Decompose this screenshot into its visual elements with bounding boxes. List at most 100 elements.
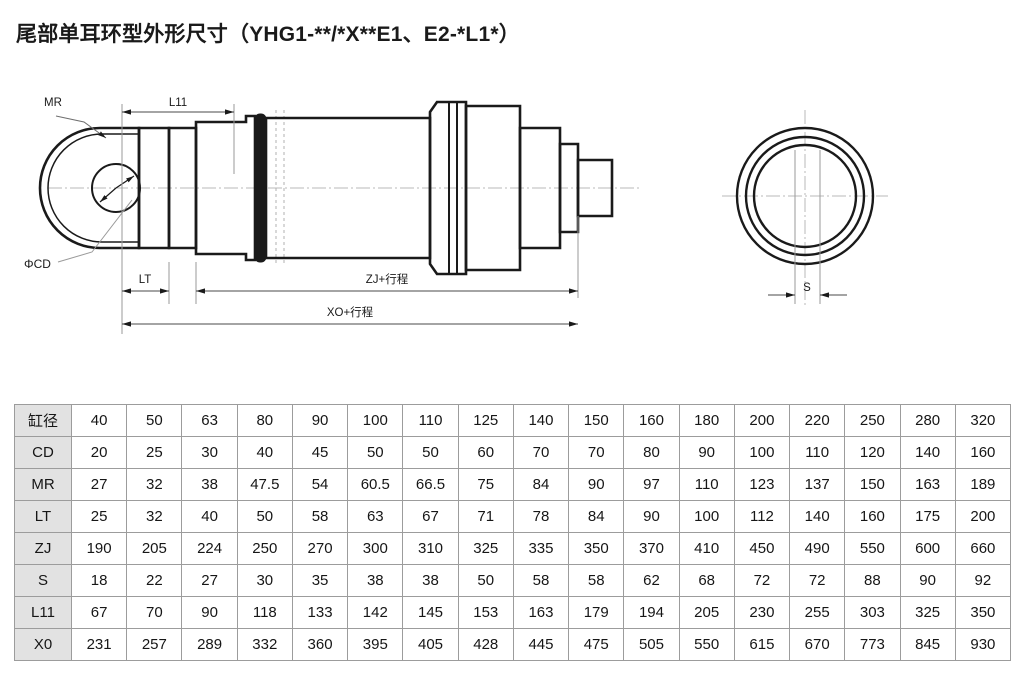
table-cell: 335 xyxy=(512,532,570,565)
table-cell: 70 xyxy=(126,596,183,629)
row-header: ZJ xyxy=(14,532,72,565)
label-cd: ΦCD xyxy=(24,257,51,271)
table-cell: 160 xyxy=(844,500,901,533)
table-cell: 153 xyxy=(457,596,514,629)
table-cell: 250 xyxy=(844,404,901,437)
row-header: CD xyxy=(14,436,72,469)
table-cell: 90 xyxy=(181,596,238,629)
table-cell: 32 xyxy=(126,468,183,501)
table-cell: 38 xyxy=(347,564,404,597)
table-cell: 490 xyxy=(789,532,846,565)
table-cell: 71 xyxy=(457,500,514,533)
table-cell: 145 xyxy=(402,596,459,629)
table-cell: 70 xyxy=(512,436,570,469)
table-cell: 72 xyxy=(789,564,846,597)
table-cell: 289 xyxy=(181,628,238,661)
page-title: 尾部单耳环型外形尺寸（YHG1-**/*X**E1、E2-*L1*） xyxy=(16,23,520,46)
table-cell: 600 xyxy=(899,532,956,565)
table-cell: 845 xyxy=(899,628,956,661)
table-cell: 68 xyxy=(678,564,735,597)
table-cell: 58 xyxy=(512,564,570,597)
table-cell: 224 xyxy=(181,532,238,565)
o-ring-seal-band xyxy=(254,113,267,263)
row-header: X0 xyxy=(14,628,72,661)
table-cell: 63 xyxy=(181,404,238,437)
bore-arrow-lower xyxy=(99,187,117,203)
table-cell: 72 xyxy=(733,564,791,597)
tube-section-2 xyxy=(194,114,257,262)
table-cell: 90 xyxy=(678,436,735,469)
table-cell: 54 xyxy=(291,468,349,501)
table-cell: 230 xyxy=(733,596,791,629)
label-mr: MR xyxy=(44,97,62,109)
table-cell: 22 xyxy=(126,564,183,597)
table-cell: 550 xyxy=(678,628,735,661)
table-cell: 179 xyxy=(568,596,625,629)
table-cell: 125 xyxy=(457,404,514,437)
table-cell: 445 xyxy=(512,628,570,661)
table-cell: 137 xyxy=(789,468,846,501)
row-header: 缸径 xyxy=(14,404,72,437)
table-cell: 475 xyxy=(568,628,625,661)
clevis-eye-inner-contour xyxy=(47,133,140,243)
table-cell: 88 xyxy=(844,564,901,597)
table-cell: 70 xyxy=(568,436,625,469)
table-cell: 280 xyxy=(899,404,956,437)
dimension-lines: L11 LT ZJ+行程 XO+行程 xyxy=(121,97,578,334)
table-cell: 150 xyxy=(844,468,901,501)
bore-arrow-upper xyxy=(115,175,135,189)
table-cell: 255 xyxy=(789,596,846,629)
table-cell: 110 xyxy=(789,436,846,469)
table-cell: 163 xyxy=(899,468,956,501)
clevis-eye-outer xyxy=(38,126,141,250)
table-cell: 40 xyxy=(70,404,128,437)
table-cell: 303 xyxy=(844,596,901,629)
table-cell: 47.5 xyxy=(236,468,293,501)
table-cell: 325 xyxy=(457,532,514,565)
table-cell: 160 xyxy=(954,436,1012,469)
table-cell: 50 xyxy=(347,436,404,469)
label-lt: LT xyxy=(139,274,152,286)
table-cell: 350 xyxy=(568,532,625,565)
row-header: LT xyxy=(14,500,72,533)
table-cell: 930 xyxy=(954,628,1012,661)
table-cell: 112 xyxy=(733,500,791,533)
table-cell: 150 xyxy=(568,404,625,437)
table-cell: 133 xyxy=(291,596,349,629)
table-cell: 40 xyxy=(181,500,238,533)
table-cell: 200 xyxy=(733,404,791,437)
table-cell: 257 xyxy=(126,628,183,661)
table-cell: 80 xyxy=(623,436,680,469)
table-cell: 50 xyxy=(236,500,293,533)
gland-nut-block xyxy=(464,104,522,272)
table-cell: 38 xyxy=(402,564,459,597)
table-cell: 163 xyxy=(512,596,570,629)
table-cell: 142 xyxy=(347,596,404,629)
table-cell: 505 xyxy=(623,628,680,661)
table-cell: 75 xyxy=(457,468,514,501)
table-cell: 30 xyxy=(236,564,293,597)
label-xo: XO+行程 xyxy=(327,306,374,319)
table-cell: 310 xyxy=(402,532,459,565)
table-cell: 30 xyxy=(181,436,238,469)
table-cell: 90 xyxy=(291,404,349,437)
table-cell: 120 xyxy=(844,436,901,469)
table-cell: 123 xyxy=(733,468,791,501)
table-cell: 320 xyxy=(954,404,1012,437)
table-cell: 84 xyxy=(568,500,625,533)
table-cell: 194 xyxy=(623,596,680,629)
table-cell: 100 xyxy=(733,436,791,469)
table-cell: 140 xyxy=(512,404,570,437)
table-cell: 63 xyxy=(347,500,404,533)
table-cell: 140 xyxy=(789,500,846,533)
cylinder-side-view xyxy=(38,100,640,298)
table-cell: 550 xyxy=(844,532,901,565)
table-cell: 110 xyxy=(678,468,735,501)
table-cell: 50 xyxy=(457,564,514,597)
